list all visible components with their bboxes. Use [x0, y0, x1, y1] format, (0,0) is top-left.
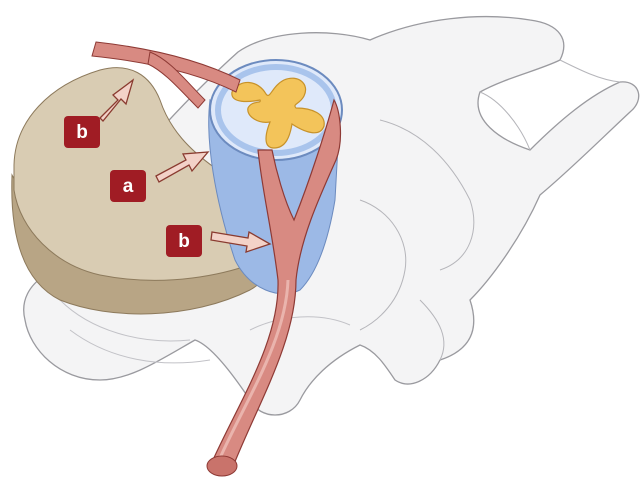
label-b-bottom: b	[166, 225, 202, 257]
artery-end	[207, 456, 237, 476]
label-b-top: b	[64, 116, 100, 148]
label-a: a	[110, 170, 146, 202]
svg-text:a: a	[123, 176, 134, 197]
svg-text:b: b	[178, 231, 190, 252]
svg-text:b: b	[76, 122, 88, 143]
